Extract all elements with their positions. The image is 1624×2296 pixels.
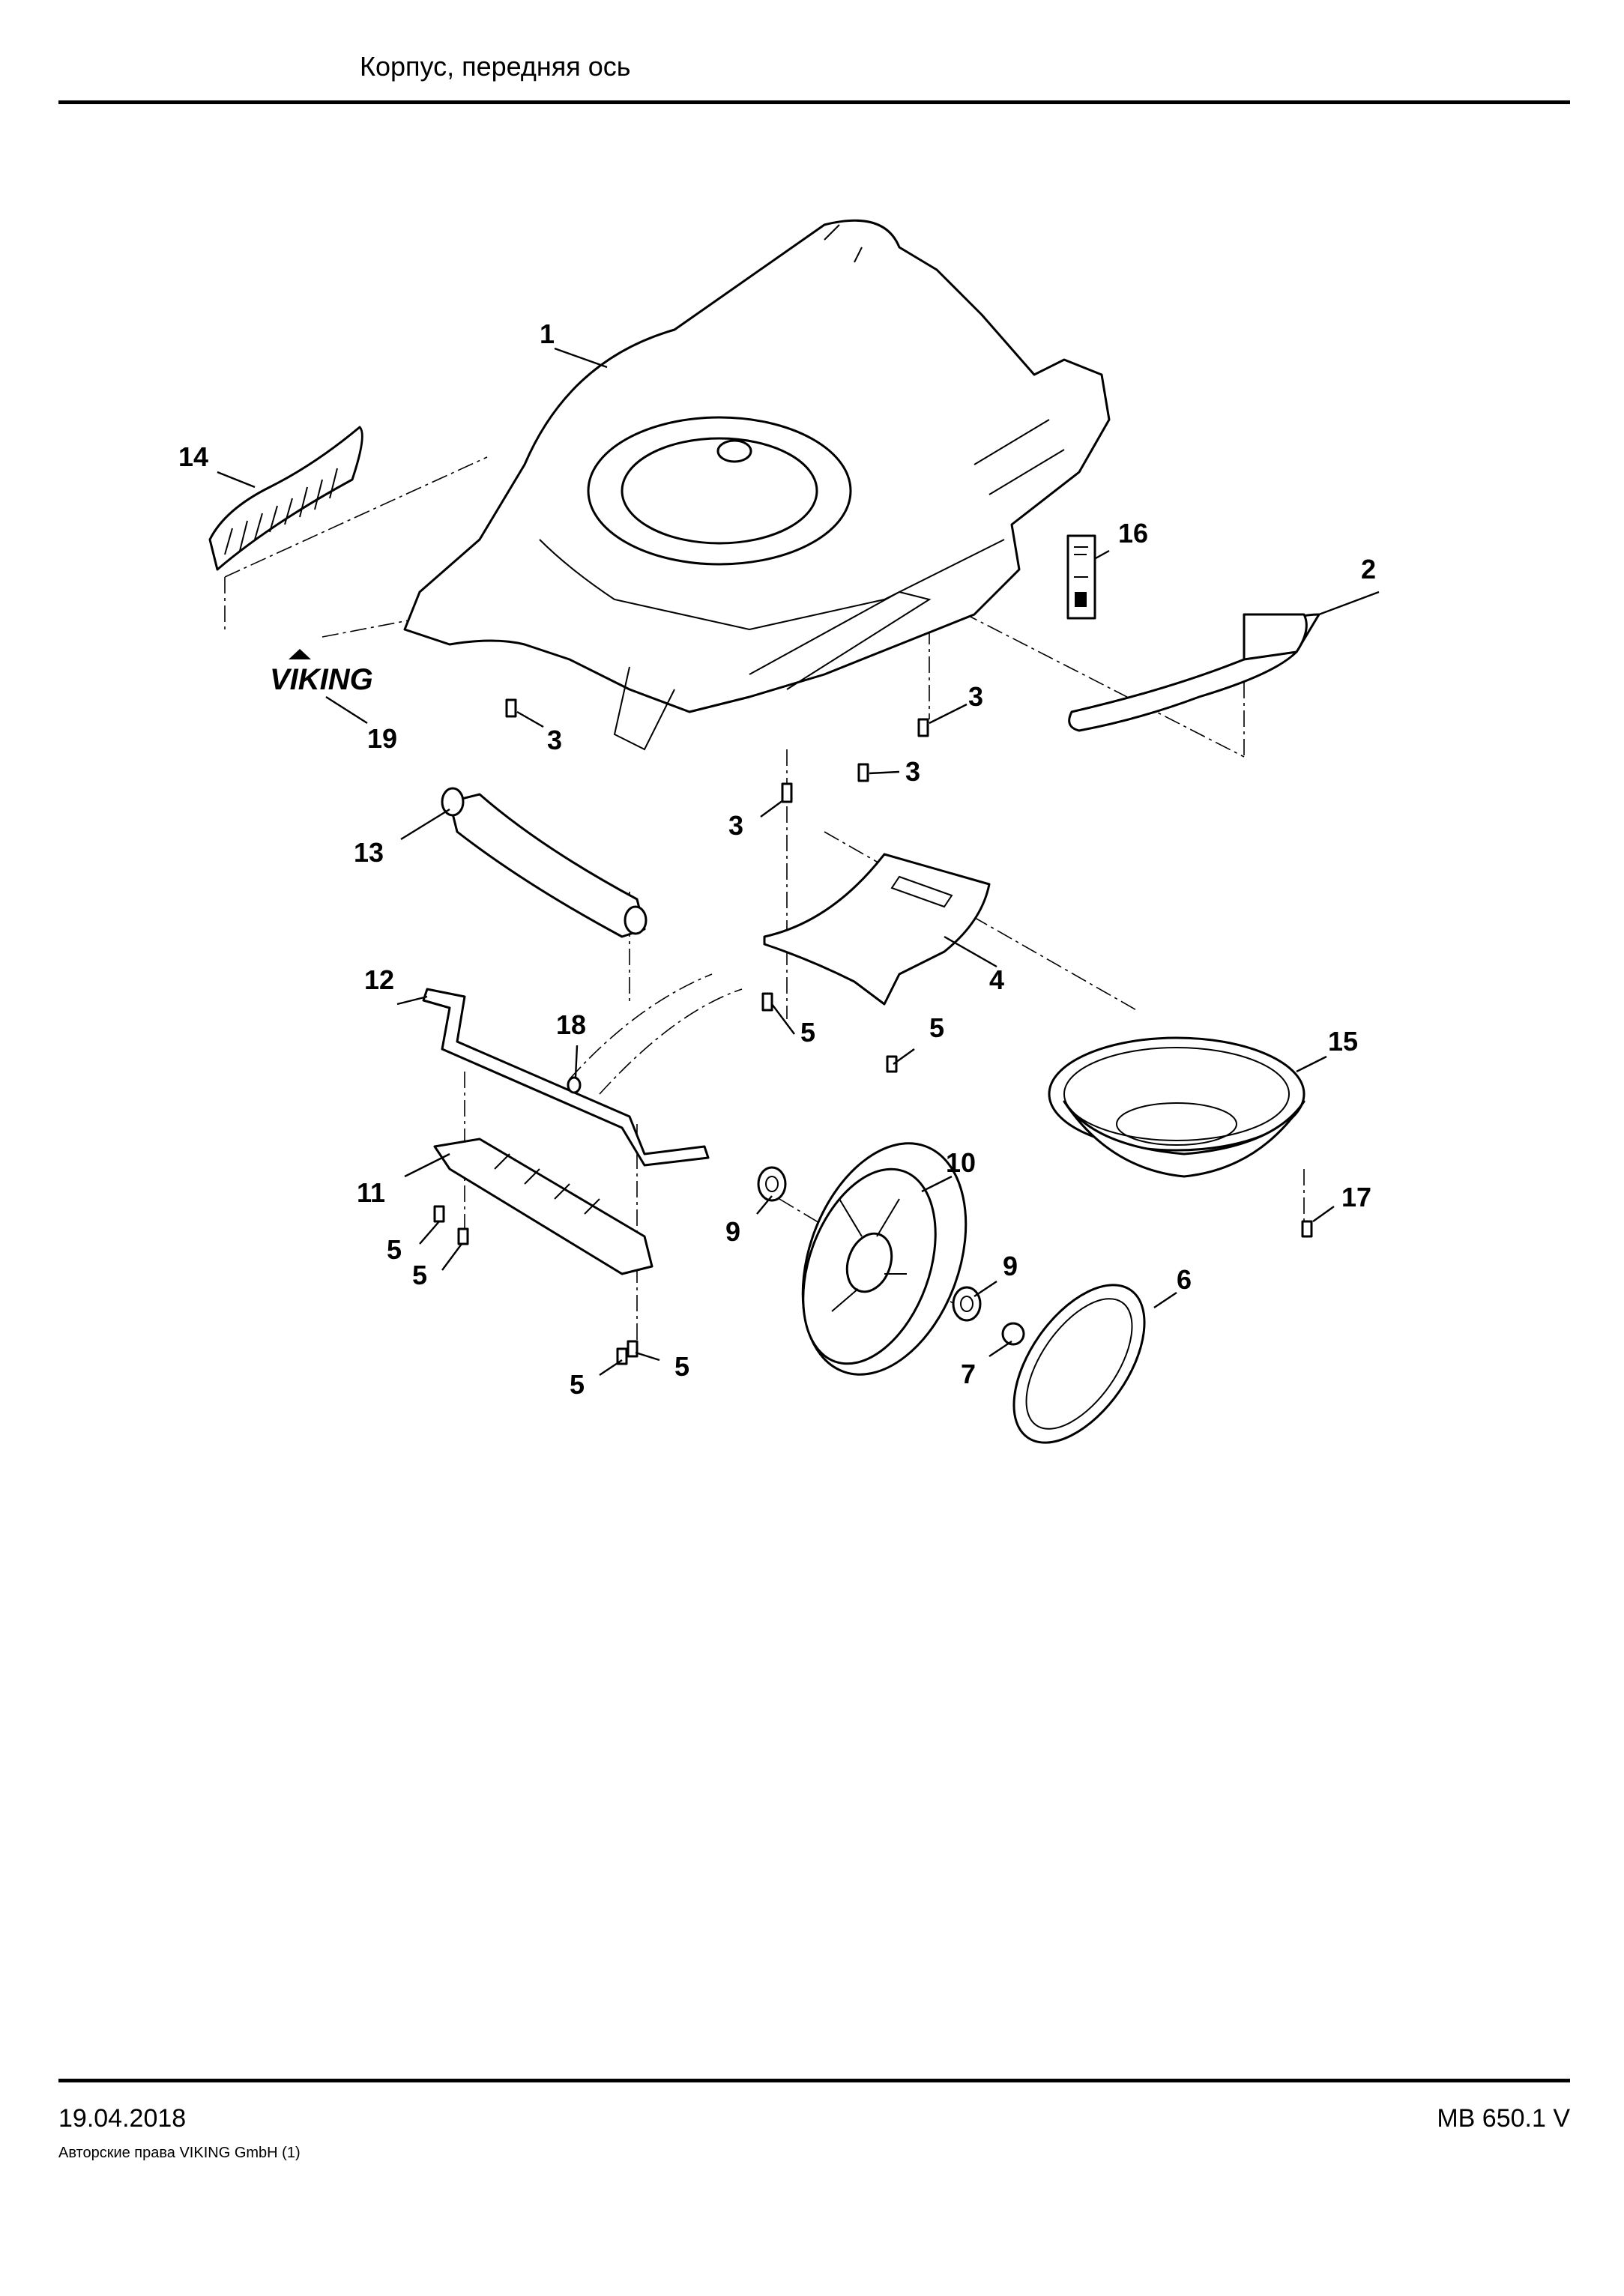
callout-16: 16 xyxy=(1118,518,1148,549)
callout-5e: 5 xyxy=(570,1369,585,1400)
part-screws xyxy=(433,698,1313,1365)
part-bearings xyxy=(757,1166,982,1322)
callout-5d: 5 xyxy=(412,1260,427,1290)
part-spring-pin xyxy=(567,1076,582,1094)
callout-6: 6 xyxy=(1177,1264,1192,1295)
part-nut xyxy=(1001,1322,1025,1346)
part-front-axle xyxy=(422,988,710,1167)
callout-3c: 3 xyxy=(905,756,920,787)
footer-date: 19.04.2018 xyxy=(58,2104,187,2133)
part-hub-cap xyxy=(1012,1284,1146,1444)
part-warning-label xyxy=(1066,534,1096,620)
part-wheel xyxy=(801,1142,968,1376)
callout-9b: 9 xyxy=(1003,1251,1018,1281)
part-bracket xyxy=(441,787,648,938)
callout-17: 17 xyxy=(1341,1182,1371,1212)
callout-19: 19 xyxy=(367,723,397,754)
callout-11: 11 xyxy=(357,1177,385,1208)
callout-13: 13 xyxy=(354,837,384,868)
callout-5a: 5 xyxy=(800,1017,815,1048)
viking-logo: VIKING xyxy=(270,649,373,696)
leader-lines xyxy=(217,347,1380,1376)
part-front-grip xyxy=(1068,613,1320,732)
callout-5b: 5 xyxy=(929,1012,944,1043)
callout-12: 12 xyxy=(364,964,394,995)
svg-text:VIKING: VIKING xyxy=(270,663,373,696)
footer-copyright: Авторские права VIKING GmbH (1) xyxy=(58,2145,301,2161)
callout-5c: 5 xyxy=(387,1234,402,1265)
callout-numbers: 1 2 3 3 3 3 4 5 5 5 5 5 5 6 7 9 9 10 11 … xyxy=(178,318,1376,1400)
callout-15: 15 xyxy=(1328,1026,1358,1057)
callout-4: 4 xyxy=(989,964,1004,995)
callout-18: 18 xyxy=(556,1009,586,1040)
callout-9a: 9 xyxy=(725,1216,740,1247)
callout-2: 2 xyxy=(1361,554,1376,584)
callout-14: 14 xyxy=(178,441,208,472)
footer-rule xyxy=(58,2079,1570,2082)
part-housing xyxy=(403,219,1111,751)
footer-model: MB 650.1 V xyxy=(1437,2104,1570,2133)
part-wheel-dish xyxy=(1048,1036,1305,1178)
callout-3d: 3 xyxy=(728,810,743,841)
part-height-adjuster xyxy=(433,1138,653,1275)
callout-3b: 3 xyxy=(968,681,983,712)
part-rear-strip xyxy=(208,426,363,571)
header-rule xyxy=(58,100,1570,104)
callout-1: 1 xyxy=(540,318,555,349)
callout-5f: 5 xyxy=(674,1351,689,1382)
callout-10: 10 xyxy=(946,1147,976,1178)
page-title: Корпус, передняя ось xyxy=(360,51,631,82)
part-deflector xyxy=(763,853,991,1006)
callout-3a: 3 xyxy=(547,725,562,755)
callout-7: 7 xyxy=(961,1359,976,1389)
